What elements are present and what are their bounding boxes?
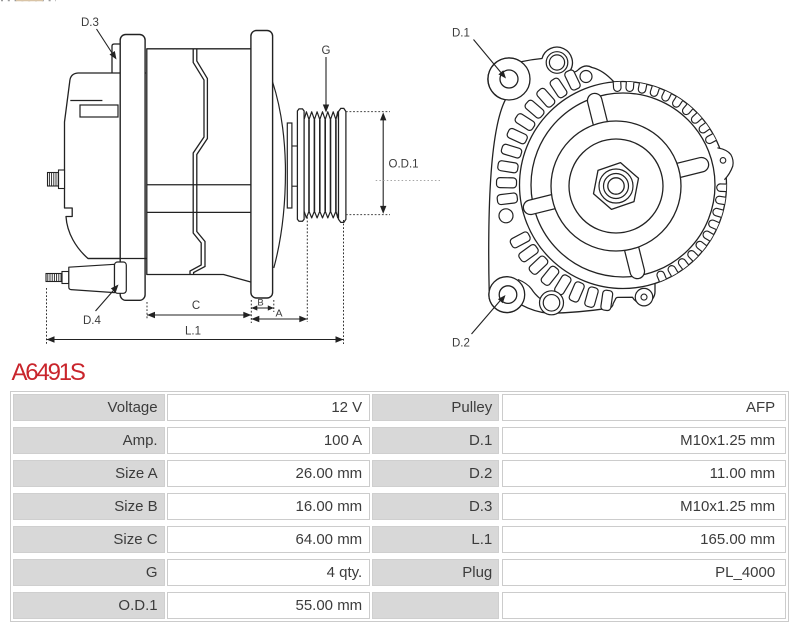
svg-text:B: B [257,298,263,309]
svg-text:D.3: D.3 [81,17,99,29]
svg-text:L.1: L.1 [185,326,201,338]
svg-text:G: G [322,45,331,57]
svg-text:D.2: D.2 [452,338,470,350]
svg-text:O.D.1: O.D.1 [389,159,419,171]
svg-text:D.4: D.4 [83,315,102,327]
svg-text:A: A [275,308,282,320]
svg-text:D.1: D.1 [452,28,470,40]
svg-text:C: C [192,300,200,312]
